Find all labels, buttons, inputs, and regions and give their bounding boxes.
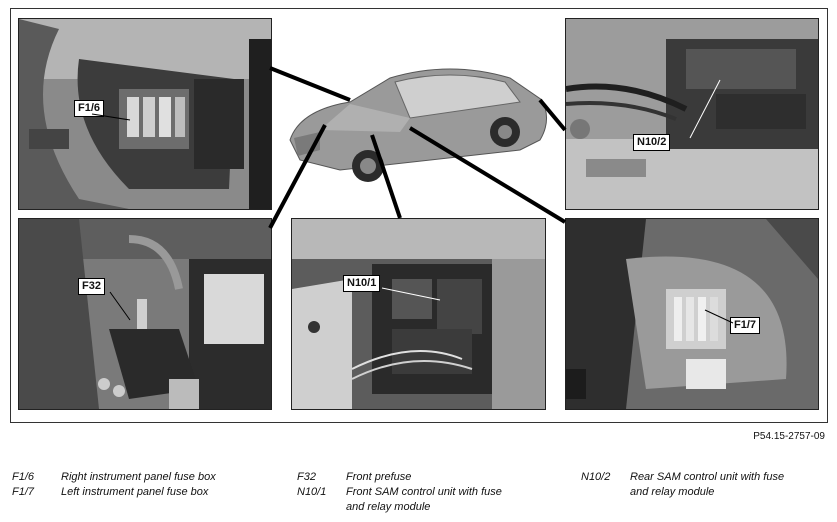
photo-f32 (18, 218, 272, 410)
car-illustration (280, 40, 560, 190)
callout-n10-2: N10/2 (633, 134, 671, 151)
legend-desc: Front SAM control unit with fuse (346, 486, 502, 498)
callout-n10-1: N10/1 (343, 275, 381, 292)
legend-code: F1/7 (12, 486, 35, 498)
legend-desc: Rear SAM control unit with fuse (630, 471, 785, 483)
photo-f1-6 (18, 18, 272, 210)
legend-code: N10/2 (581, 471, 611, 483)
legend-desc: Right instrument panel fuse box (61, 471, 216, 483)
callout-f1-7: F1/7 (730, 317, 761, 334)
legend: F1/6 Right instrument panel fuse box F1/… (0, 470, 837, 520)
legend-code: N10/1 (297, 486, 327, 498)
photo-n10-1 (291, 218, 546, 410)
figure-reference: P54.15-2757-09 (753, 431, 825, 442)
photo-f1-7 (565, 218, 819, 410)
callout-f1-6: F1/6 (74, 100, 105, 117)
legend-desc: Front prefuse (346, 471, 412, 483)
legend-desc: and relay module (630, 486, 715, 498)
legend-desc: Left instrument panel fuse box (61, 486, 209, 498)
callout-f32: F32 (78, 278, 105, 295)
legend-code: F1/6 (12, 471, 35, 483)
legend-desc: and relay module (346, 501, 431, 513)
legend-code: F32 (297, 471, 316, 483)
photo-n10-2 (565, 18, 819, 210)
